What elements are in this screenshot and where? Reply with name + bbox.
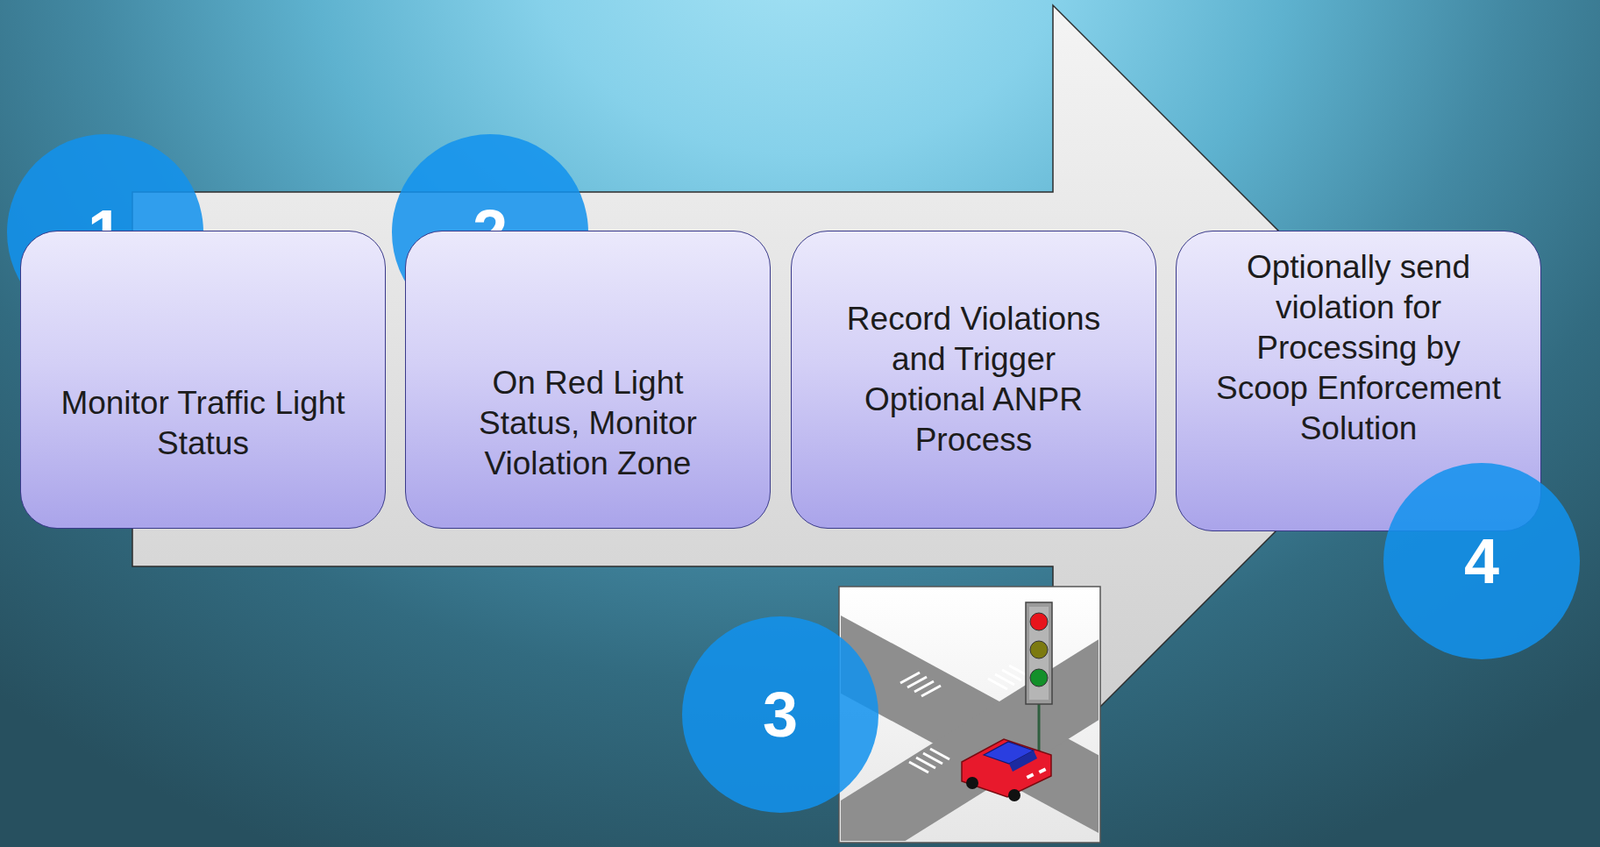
process-box: Record Violations and Trigger Optional A… [790,230,1157,529]
circle-fill [682,616,879,813]
circle-fill [1383,462,1580,660]
step-label: On Red Light Status, Monitor Violation Z… [440,362,735,484]
step-label: Monitor Traffic Light Status [56,383,350,464]
step-circle: 4 [1382,462,1581,661]
step-label: Record Violations and Trigger Optional A… [826,298,1121,461]
car [961,739,1052,802]
step-label: Optionally send violation for Processing… [1211,247,1506,449]
process-box: Monitor Traffic Light Status [20,230,386,529]
step-number: 4 [1464,526,1500,597]
step-circle: 3 [681,615,880,814]
process-box: On Red Light Status, Monitor Violation Z… [405,230,771,529]
step-number: 3 [762,679,798,750]
